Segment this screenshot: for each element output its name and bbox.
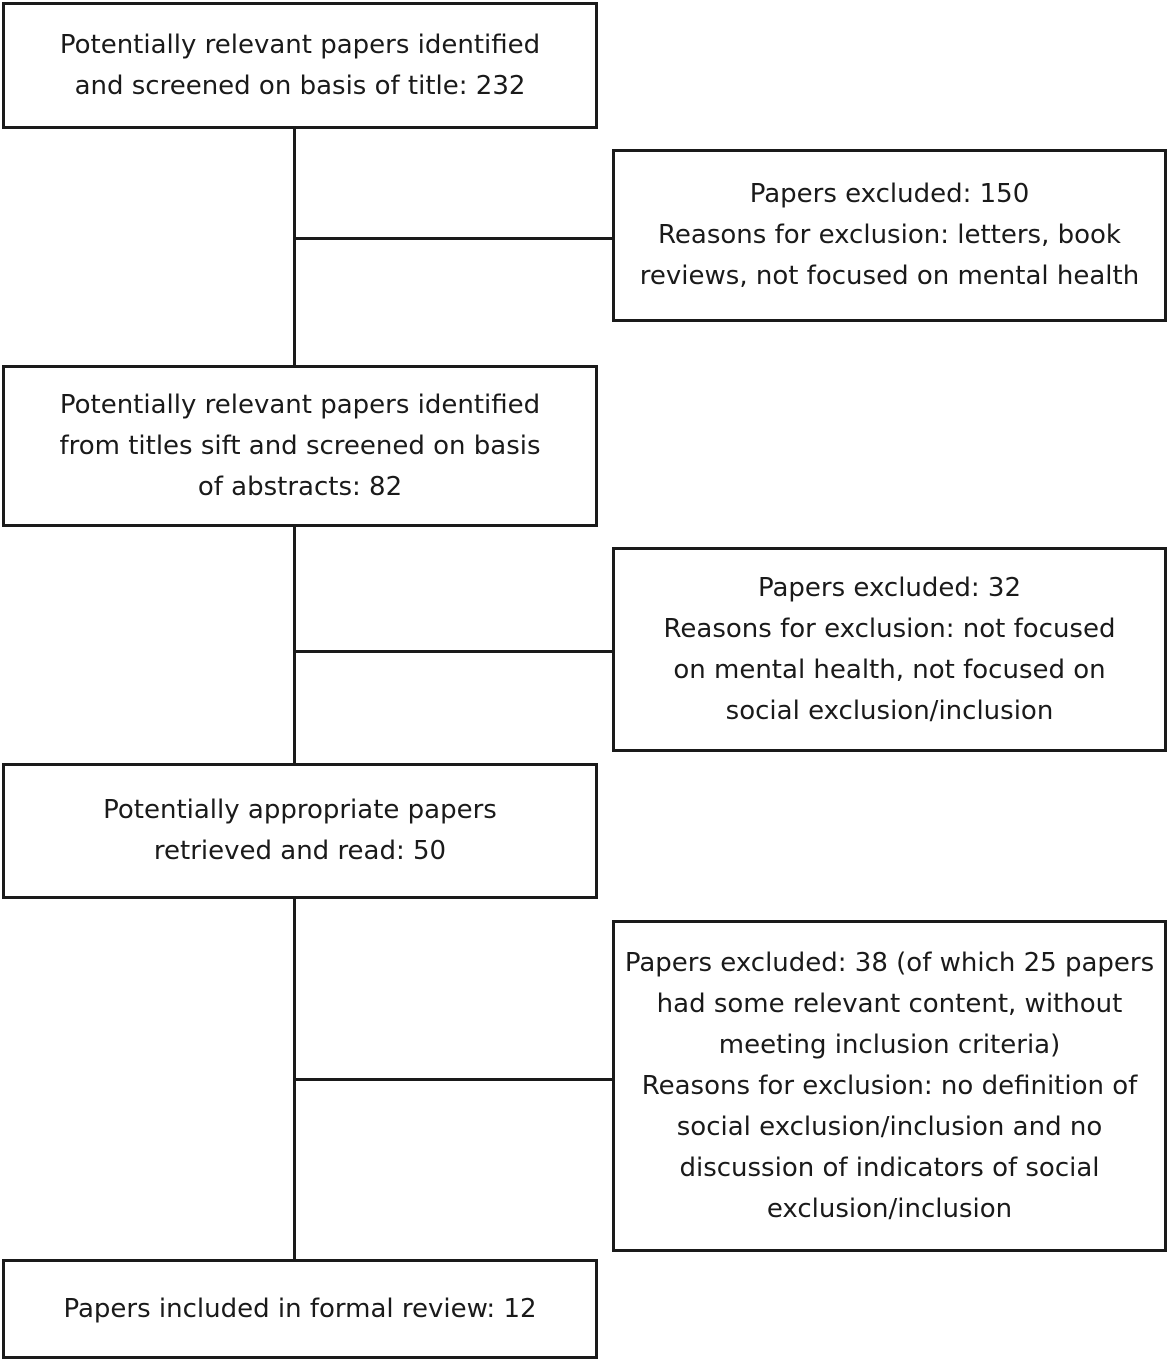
connector-branch-1 [293,237,614,240]
connector-vertical-2 [293,525,296,765]
box-text-line: social exclusion/inclusion [725,695,1054,726]
exclusion-box-1: Papers excluded: 150 Reasons for exclusi… [612,149,1167,322]
exclusion-box-2: Papers excluded: 32 Reasons for exclusio… [612,547,1167,752]
stage-retrieved-read: Potentially appropriate papers retrieved… [2,763,598,899]
stage-title-screening: Potentially relevant papers identified a… [2,2,598,129]
box-text-line: Papers excluded: 150 [749,179,1030,209]
stage-included-review: Papers included in formal review: 12 [2,1259,598,1359]
box-text-line: Reasons for exclusion: letters, book [658,220,1121,250]
box-text-line: Potentially appropriate papers [103,795,497,825]
box-text-line: and screened on basis of title: 232 [74,70,526,101]
box-text-line: had some relevant content, without [656,988,1123,1019]
connector-branch-2 [293,650,614,653]
box-text-line: retrieved and read: 50 [153,836,447,866]
exclusion-box-3: Papers excluded: 38 (of which 25 papers … [612,920,1167,1252]
box-text-line: discussion of indicators of social [679,1152,1100,1183]
box-text-line: Potentially relevant papers identified [59,389,541,420]
connector-vertical-1 [293,127,296,367]
connector-branch-3 [293,1078,614,1081]
box-text-line: Papers excluded: 32 [757,572,1022,603]
box-text-line: from titles sift and screened on basis [59,430,541,461]
box-text-line: Potentially relevant papers identified [59,29,541,60]
box-text-line: Reasons for exclusion: no definition of [641,1070,1138,1101]
box-text-line: Papers included in formal review: 12 [63,1293,537,1324]
box-text-line: on mental health, not focused on [673,654,1106,685]
box-text-line: of abstracts: 82 [197,471,403,502]
box-text-line: Reasons for exclusion: not focused [663,613,1116,644]
box-text-line: meeting inclusion criteria) [718,1029,1061,1060]
box-text-line: reviews, not focused on mental health [639,261,1140,291]
box-text-line: exclusion/inclusion [766,1193,1013,1224]
box-text-line: Papers excluded: 38 (of which 25 papers [624,947,1155,978]
box-text-line: social exclusion/inclusion and no [676,1111,1103,1142]
stage-abstract-screening: Potentially relevant papers identified f… [2,365,598,527]
